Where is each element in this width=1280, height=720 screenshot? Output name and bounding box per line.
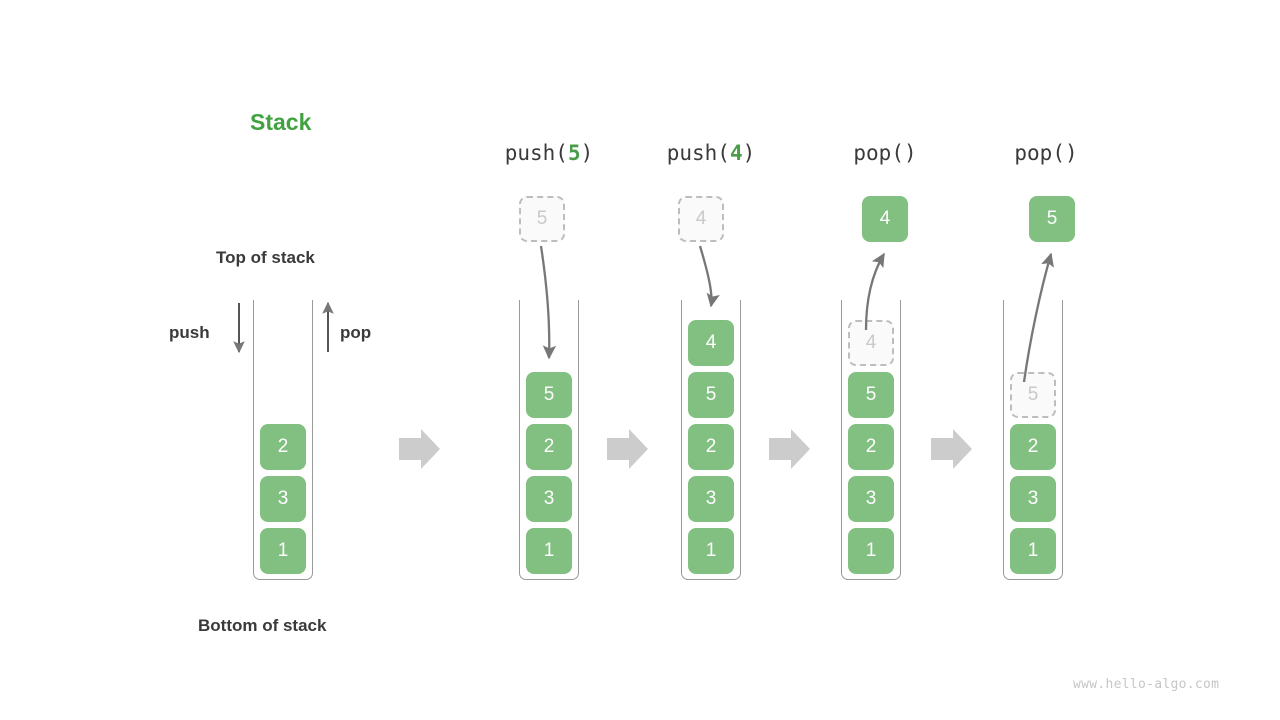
stack-item: 5	[526, 372, 572, 418]
push-label: push	[169, 323, 210, 342]
stack-item: 2	[688, 424, 734, 470]
stack-item: 3	[848, 476, 894, 522]
op-suffix: )	[580, 141, 594, 165]
stack-frame-push-5	[519, 300, 579, 580]
pop-label: pop	[340, 323, 372, 342]
stack-item: 1	[260, 528, 306, 574]
floating-box-push-5: 5	[519, 196, 565, 242]
stack-item: 1	[526, 528, 572, 574]
stack-item-ghost: 5	[1010, 372, 1056, 418]
op-label-pop-2: pop()	[1014, 141, 1078, 165]
stack-frame-initial	[253, 300, 313, 580]
stack-item: 1	[848, 528, 894, 574]
stack-frame-pop-2	[1003, 300, 1063, 580]
bottom-of-stack-label: Bottom of stack	[198, 616, 327, 635]
step-arrow-1	[399, 429, 440, 469]
stack-item: 3	[688, 476, 734, 522]
stack-item: 2	[260, 424, 306, 470]
stack-item: 3	[260, 476, 306, 522]
stack-item: 3	[526, 476, 572, 522]
op-arg: 4	[729, 141, 743, 165]
op-prefix: push(	[666, 141, 730, 165]
op-label-push-5: push(5)	[493, 141, 605, 165]
stack-item: 5	[848, 372, 894, 418]
op-suffix: )	[742, 141, 756, 165]
step-arrow-3	[769, 429, 810, 469]
step-arrow-2	[607, 429, 648, 469]
stack-item: 2	[1010, 424, 1056, 470]
motion-arrow-push-4	[698, 245, 720, 308]
op-prefix: push(	[504, 141, 568, 165]
stack-item: 5	[688, 372, 734, 418]
watermark: www.hello-algo.com	[1073, 677, 1220, 692]
stack-item: 1	[688, 528, 734, 574]
floating-box-pop-1: 4	[862, 196, 908, 242]
stack-frame-pop-1	[841, 300, 901, 580]
stack-item: 2	[848, 424, 894, 470]
stack-item: 4	[688, 320, 734, 366]
op-arg: 5	[567, 141, 581, 165]
stack-item: 1	[1010, 528, 1056, 574]
floating-box-push-4: 4	[678, 196, 724, 242]
op-label-push-4: push(4)	[655, 141, 767, 165]
stack-frame-push-4	[681, 300, 741, 580]
step-arrow-4	[931, 429, 972, 469]
top-of-stack-label: Top of stack	[216, 248, 315, 267]
stack-item-ghost: 4	[848, 320, 894, 366]
page-title: Stack	[250, 109, 312, 135]
op-label-pop-1: pop()	[853, 141, 917, 165]
floating-box-pop-2: 5	[1029, 196, 1075, 242]
stack-item: 3	[1010, 476, 1056, 522]
stack-item: 2	[526, 424, 572, 470]
